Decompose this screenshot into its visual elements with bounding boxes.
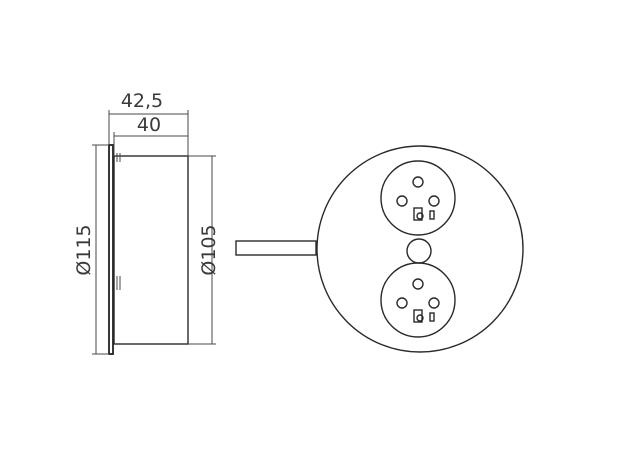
- socket-bottom-switch: [429, 312, 435, 322]
- center-button: [406, 238, 432, 264]
- dimension-flange-diameter: Ø115: [73, 144, 109, 355]
- clip-details: [116, 153, 121, 290]
- socket-top-switch: [429, 210, 435, 220]
- flange: [108, 144, 114, 355]
- socket-bottom-led: [416, 314, 424, 322]
- socket-top-pin-right: [428, 195, 440, 207]
- dimension-label-flange-diameter: Ø115: [73, 224, 95, 275]
- dimension-label-body-diameter: Ø105: [198, 224, 220, 275]
- dimension-label-overall-depth: 42,5: [121, 90, 163, 112]
- dimension-body-depth: 40: [113, 114, 188, 156]
- socket-top-pin-left: [396, 195, 408, 207]
- dimension-body-diameter: Ø105: [188, 155, 220, 345]
- dimension-overall-depth: 42,5: [108, 90, 189, 156]
- socket-bottom: [380, 262, 456, 338]
- housing-body: [113, 155, 189, 345]
- socket-bottom-pin-left: [396, 297, 408, 309]
- socket-top-earth-pin: [412, 176, 424, 188]
- socket-top-led: [416, 212, 424, 220]
- socket-bottom-earth-pin: [412, 278, 424, 290]
- front-view: [235, 145, 524, 353]
- dimension-label-body-depth: 40: [137, 114, 161, 136]
- socket-top: [380, 160, 456, 236]
- module-disc: [316, 145, 524, 353]
- side-view: [108, 144, 189, 355]
- socket-bottom-pin-right: [428, 297, 440, 309]
- cable: [235, 240, 317, 256]
